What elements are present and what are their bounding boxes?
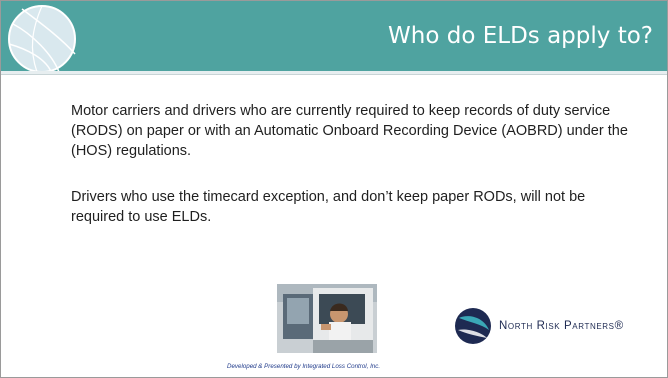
north-risk-logo: North Risk Partners® xyxy=(453,306,624,346)
header-divider xyxy=(1,71,667,75)
logo-wordmark: North Risk Partners® xyxy=(499,320,624,332)
globe-icon xyxy=(8,5,76,74)
paragraph-carriers: Motor carriers and drivers who are curre… xyxy=(71,103,628,159)
truck-driver-photo xyxy=(277,284,377,353)
slide-header: Who do ELDs apply to? xyxy=(1,1,667,74)
north-risk-logo-icon xyxy=(455,308,491,344)
paragraph-timecard: Drivers who use the timecard exception, … xyxy=(71,189,586,225)
slide-title: Who do ELDs apply to? xyxy=(388,23,653,49)
credit-line: Developed & Presented by Integrated Loss… xyxy=(227,363,381,370)
slide-body: Motor carriers and drivers who are curre… xyxy=(71,101,631,253)
